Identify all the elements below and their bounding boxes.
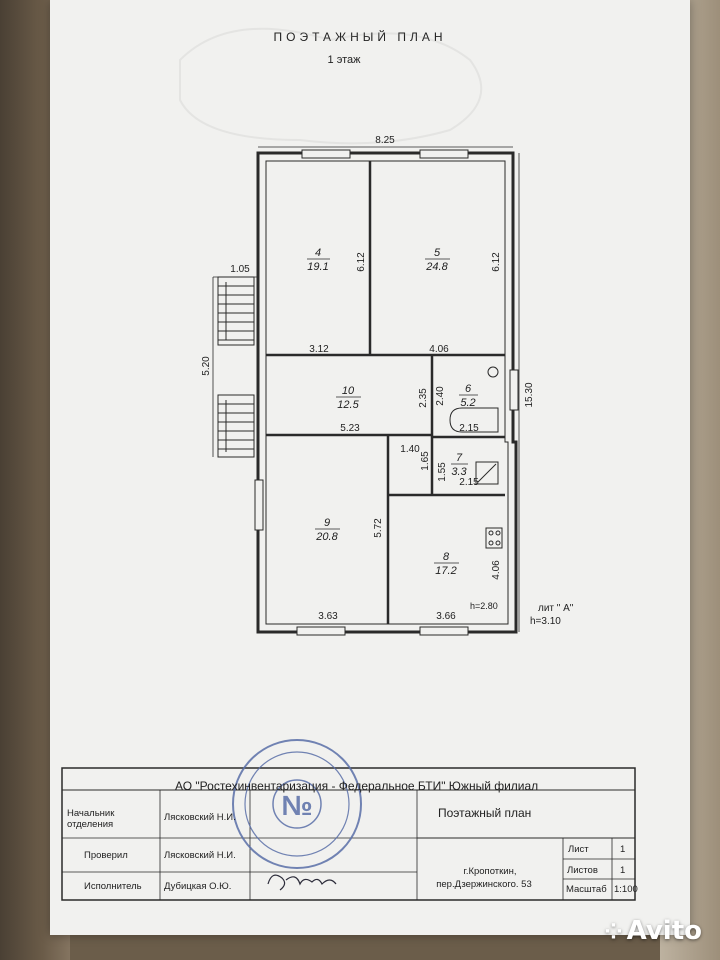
name-checker: Лясковский Н.И.	[164, 850, 236, 861]
sheets-value: 1	[620, 865, 626, 876]
outer-walls	[256, 151, 518, 634]
dim-stair-length: 5.20	[201, 356, 212, 376]
dim-room4-width: 3.12	[309, 344, 329, 355]
toilet	[487, 366, 499, 378]
room-number: 9	[324, 517, 330, 529]
sheets-label: Листов	[567, 865, 598, 876]
sink	[475, 461, 499, 485]
document-title: ПОЭТАЖНЫЙ ПЛАН	[273, 30, 447, 44]
dim-room5-width: 4.06	[429, 344, 449, 355]
room-number: 4	[315, 247, 321, 259]
dim-room7-height-a: 1.55	[437, 462, 448, 482]
dim-room9-height: 5.72	[373, 518, 384, 538]
liter-label: лит " А"	[538, 603, 574, 614]
dim-room6-width: 2.15	[459, 423, 479, 434]
room-number: 8	[443, 551, 450, 563]
round-stamp: №	[232, 739, 362, 869]
sheet-value: 1	[620, 844, 626, 855]
room-area: 24.8	[425, 261, 448, 273]
room-area: 17.2	[435, 565, 456, 577]
interior-walls	[266, 161, 505, 624]
room-area: 12.5	[337, 399, 359, 411]
room-number: 5	[434, 247, 441, 259]
avito-logo-icon: ⁘	[604, 920, 623, 945]
organization-name: АО "Ростехинвентаризация - Федеральное Б…	[175, 779, 539, 793]
room-number: 10	[342, 385, 355, 397]
window	[419, 626, 469, 636]
name-chief: Лясковский Н.И.	[164, 812, 236, 823]
room-number: 7	[456, 452, 463, 464]
stairs	[217, 276, 255, 458]
ceiling-inner: h=2.80	[470, 601, 498, 611]
inner-outline	[265, 160, 509, 625]
dim-room10-height: 2.35	[418, 388, 429, 408]
window	[254, 479, 264, 531]
svg-text:№: №	[281, 790, 312, 821]
ceiling-outer: h=3.10	[530, 616, 561, 627]
room-area: 5.2	[460, 397, 475, 409]
scale-value: 1:100	[614, 884, 638, 895]
room-area: 19.1	[307, 261, 328, 273]
dim-room10-width: 5.23	[340, 423, 360, 434]
window	[296, 626, 346, 636]
dim-stair-width: 1.05	[230, 264, 250, 275]
address-line2: пер.Дзержинского. 53	[436, 879, 532, 890]
role-executor: Исполнитель	[84, 881, 142, 892]
bleed-through-shape	[179, 27, 483, 145]
bathtub	[449, 407, 499, 433]
dim-total-width: 8.25	[375, 135, 395, 146]
dim-room7-width: 2.15	[459, 477, 479, 488]
stove	[485, 527, 503, 549]
title-block-frame	[61, 767, 636, 901]
bathroom-fixtures	[449, 366, 503, 549]
dimension-labels: 8.25 1.05 5.20 15.30 6.12 6.12 3.12 4.06…	[201, 135, 574, 627]
role-checker: Проверил	[84, 850, 128, 861]
dim-total-height: 15.30	[524, 382, 535, 407]
role-chief: Начальник отделения	[67, 808, 115, 830]
dim-room9-width: 3.63	[318, 611, 338, 622]
dim-room4-height: 6.12	[356, 252, 367, 272]
dim-room8-width: 3.66	[436, 611, 456, 622]
dim-room7-depth: 1.40	[400, 444, 420, 455]
dim-room7-height-b: 1.65	[420, 451, 431, 471]
signature	[267, 874, 337, 891]
dim-room8-height: 4.06	[491, 560, 502, 580]
window	[301, 149, 351, 159]
room-area: 20.8	[315, 531, 338, 543]
dimension-lines	[212, 146, 520, 632]
document-sheet	[50, 0, 690, 935]
room-area: 3.3	[451, 466, 467, 478]
windows	[254, 149, 519, 636]
room-labels: 4 19.1 5 24.8 10 12.5 6 5.2 7 3.3 9 20.8…	[307, 247, 478, 577]
sheet-name: Поэтажный план	[438, 806, 532, 820]
window	[419, 149, 469, 159]
avito-watermark: ⁘Avito	[604, 916, 702, 946]
sheet-label: Лист	[568, 844, 589, 855]
scale-label: Масштаб	[566, 884, 607, 895]
name-executor: Дубицкая О.Ю.	[164, 881, 232, 892]
address-line1: г.Кропоткин,	[463, 866, 517, 877]
window	[509, 369, 519, 411]
floor-label: 1 этаж	[327, 54, 361, 66]
dim-room5-height: 6.12	[491, 252, 502, 272]
room-number: 6	[465, 383, 472, 395]
dim-room6-height: 2.40	[435, 386, 446, 406]
watermark-text: Avito	[626, 916, 702, 946]
